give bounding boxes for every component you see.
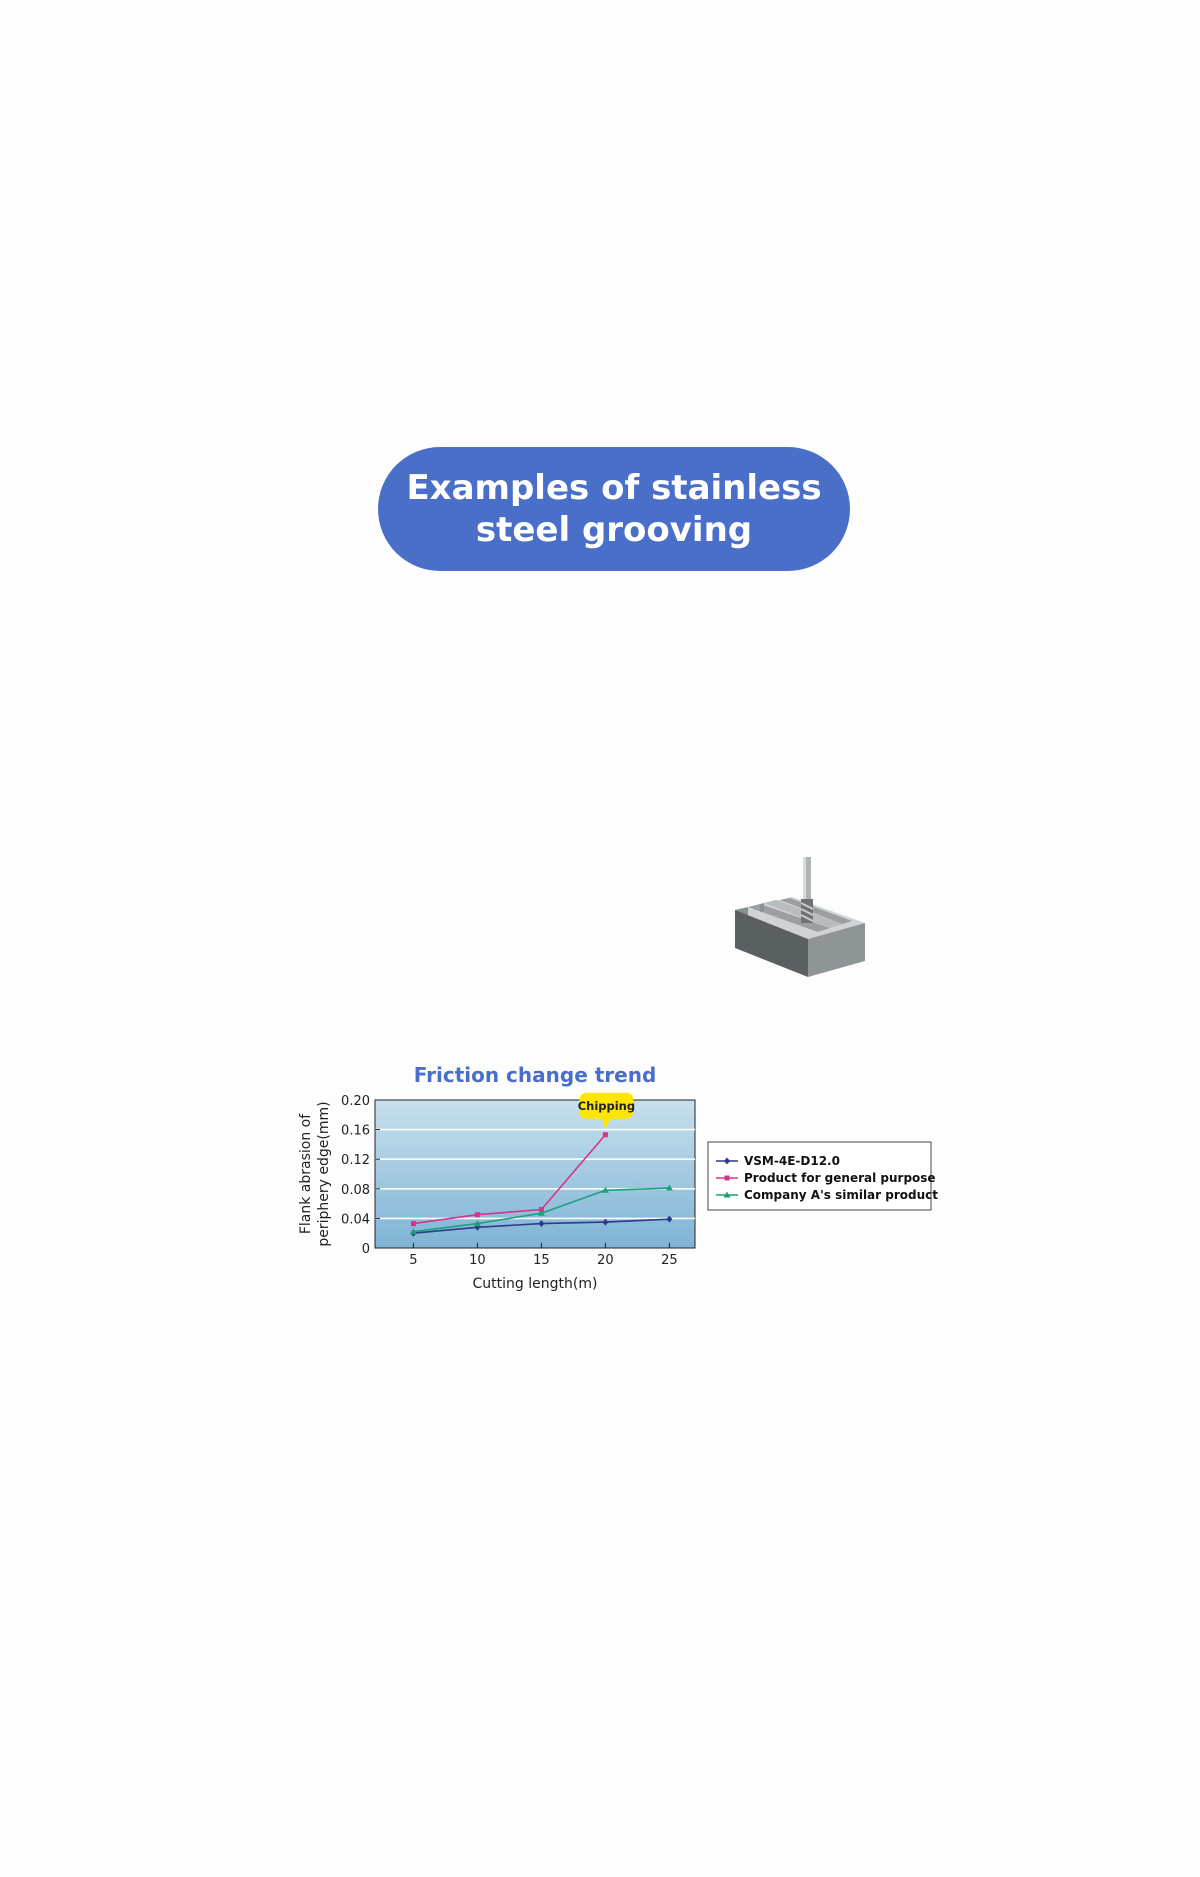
y-tick-label: 0.16 (341, 1124, 370, 1139)
x-tick-label: 5 (409, 1253, 417, 1268)
data-point (665, 1184, 673, 1191)
chipping-callout: Chipping (578, 1092, 635, 1129)
data-point (724, 1175, 730, 1181)
data-point (602, 1132, 608, 1138)
section-title-line-2: steel grooving (475, 510, 753, 550)
x-tick-label: 15 (533, 1253, 550, 1268)
legend-item-1: VSM-4E-D12.0 (716, 1154, 840, 1168)
data-point (474, 1212, 480, 1218)
y-axis-label-line-1: Flank abrasion of (298, 1113, 314, 1234)
y-axis-ticks: 0 0.04 0.08 0.12 0.16 0.20 (341, 1094, 380, 1257)
section-title-line-1: Examples of stainless (406, 468, 822, 508)
callout-box (579, 1092, 634, 1119)
y-tick-label: 0 (362, 1242, 370, 1257)
data-point (538, 1220, 545, 1228)
chart-title: Friction change trend (414, 1063, 657, 1087)
x-axis-label: Cutting length(m) (473, 1276, 598, 1292)
data-point (537, 1209, 545, 1216)
data-point (410, 1221, 416, 1227)
y-tick-label: 0.04 (341, 1212, 370, 1227)
data-point (666, 1215, 673, 1223)
legend-item-3: Company A's similar product (716, 1188, 938, 1202)
data-point (473, 1220, 481, 1227)
x-tick-label: 25 (661, 1253, 678, 1268)
x-tick-label: 20 (597, 1253, 614, 1268)
legend-item-2: Product for general purpose (716, 1171, 936, 1185)
callout-pointer (601, 1116, 612, 1129)
x-tick-label: 10 (469, 1253, 486, 1268)
y-tick-label: 0.12 (341, 1153, 370, 1168)
series-group (409, 1132, 673, 1237)
legend-label: VSM-4E-D12.0 (744, 1154, 840, 1168)
data-point (723, 1191, 731, 1198)
legend-label: Company A's similar product (744, 1188, 938, 1202)
y-axis-label-line-2: periphery edge(mm) (316, 1101, 332, 1246)
friction-chart-svg: Friction change trend 00.040.080.120.160… (298, 1063, 938, 1292)
legend-label: Product for general purpose (744, 1171, 936, 1185)
legend-box (707, 1141, 932, 1211)
end-mill-grooving-block-icon (730, 855, 870, 985)
x-axis-ticks: 5 10 15 20 25 (409, 1243, 678, 1268)
data-point (602, 1218, 609, 1226)
data-point (601, 1186, 609, 1193)
section-title-badge: Examples of stainless steel grooving (378, 447, 850, 571)
data-point (409, 1228, 417, 1235)
series-line (413, 1134, 607, 1225)
data-point (724, 1157, 730, 1165)
series-3 (409, 1184, 673, 1235)
y-tick-label: 0.20 (341, 1094, 370, 1109)
y-tick-label: 0.08 (341, 1183, 370, 1198)
callout-label: Chipping (578, 1099, 635, 1113)
annotation-group: Chipping (578, 1092, 635, 1129)
plot-area (374, 1099, 696, 1249)
data-point (538, 1207, 544, 1213)
series-2 (410, 1132, 608, 1227)
